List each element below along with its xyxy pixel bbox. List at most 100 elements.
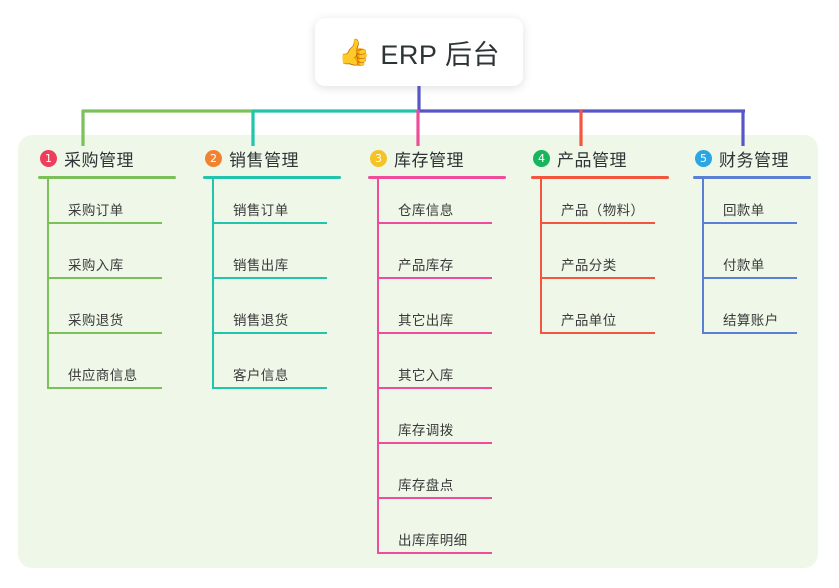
branch-item-label: 出库库明细 [398,533,468,548]
branch-item-label: 其它出库 [398,313,454,328]
branch-spine [47,179,49,389]
branch-item[interactable]: 供应商信息 [38,344,188,399]
branch-item-label: 采购订单 [68,203,124,218]
branch-header-1[interactable]: 1 采购管理 [38,145,188,171]
branch-item-rule [377,277,492,279]
branch-spine [212,179,214,389]
branch-item-rule [702,332,797,334]
branch-item-rule [212,332,327,334]
root-node-title: ERP 后台 [380,39,500,70]
branch-item-label: 销售订单 [233,203,289,218]
branch-header-rule [203,176,341,179]
branch-item-label: 客户信息 [233,368,289,383]
branch-item-label: 仓库信息 [398,203,454,218]
branch-item-rule [702,222,797,224]
branch-header-rule [368,176,506,179]
branch-item[interactable]: 库存盘点 [368,454,518,509]
branch-item[interactable]: 销售订单 [203,179,353,234]
branch-item-rule [377,222,492,224]
branch-title: 销售管理 [229,150,299,170]
branch-item-label: 销售出库 [233,258,289,273]
branch-item[interactable]: 采购入库 [38,234,188,289]
branch-items-4: 产品（物料） 产品分类产品单位 [531,179,681,344]
branch-header-rule [693,176,811,179]
branch-item-label: 其它入库 [398,368,454,383]
branch-item[interactable]: 库存调拨 [368,399,518,454]
branch-item-rule [47,277,162,279]
branch-item-label: 销售退货 [233,313,289,328]
branch-items-5: 回款单付款单结算账户 [693,179,823,344]
branch-item[interactable]: 客户信息 [203,344,353,399]
branch-header-rule [38,176,176,179]
branch-header-4[interactable]: 4 产品管理 [531,145,681,171]
branch-item-label: 付款单 [723,258,765,273]
branch-item[interactable]: 其它出库 [368,289,518,344]
branch-items-2: 销售订单销售出库销售退货客户信息 [203,179,353,399]
branch-title: 产品管理 [557,150,627,170]
branch-item[interactable]: 产品库存 [368,234,518,289]
branch-item-label: 产品（物料） [561,203,645,218]
branch-item[interactable]: 其它入库 [368,344,518,399]
branch-item[interactable]: 付款单 [693,234,823,289]
branch-item-rule [212,387,327,389]
branch-item[interactable]: 产品单位 [531,289,681,344]
branch-item-rule [377,552,492,554]
branch-item-rule [540,277,655,279]
branch-item-rule [47,332,162,334]
branch-item[interactable]: 结算账户 [693,289,823,344]
branch-item-label: 供应商信息 [68,368,138,383]
branch-item-rule [540,222,655,224]
branch-header-3[interactable]: 3 库存管理 [368,145,518,171]
branch-items-1: 采购订单采购入库采购退货供应商信息 [38,179,188,399]
branch-number-badge: 2 [205,149,222,167]
branch-spine [377,179,379,554]
branch-item-rule [47,387,162,389]
branch-number-badge: 1 [40,149,57,167]
branch-item[interactable]: 回款单 [693,179,823,234]
branch-column-3: 3 库存管理仓库信息产品库存其它出库其它入库库存调拨库存盘点出库库明细 [368,145,518,564]
branch-item-label: 库存调拨 [398,423,454,438]
thumbs-up-icon: 👍 [338,37,371,67]
branch-item[interactable]: 销售出库 [203,234,353,289]
branch-spine [702,179,704,334]
branch-header-5[interactable]: 5 财务管理 [693,145,823,171]
branch-item[interactable]: 产品（物料） [531,179,681,234]
branch-header-2[interactable]: 2 销售管理 [203,145,353,171]
branch-item-rule [377,387,492,389]
branch-item-rule [212,277,327,279]
branch-item-label: 库存盘点 [398,478,454,493]
branch-item-rule [212,222,327,224]
branch-column-1: 1 采购管理采购订单采购入库采购退货供应商信息 [38,145,188,399]
root-node[interactable]: 👍 ERP 后台 [315,18,523,86]
branch-item[interactable]: 出库库明细 [368,509,518,564]
branch-item-label: 产品分类 [561,258,617,273]
branch-title: 财务管理 [719,150,789,170]
branch-item-label: 回款单 [723,203,765,218]
branch-items-3: 仓库信息产品库存其它出库其它入库库存调拨库存盘点出库库明细 [368,179,518,564]
diagram-background-panel [18,135,818,568]
branch-item-label: 采购入库 [68,258,124,273]
branch-number-badge: 3 [370,149,387,167]
branch-column-5: 5 财务管理回款单付款单结算账户 [693,145,823,344]
branch-item[interactable]: 仓库信息 [368,179,518,234]
branch-item-label: 产品库存 [398,258,454,273]
branch-number-badge: 4 [533,149,550,167]
branch-item-rule [377,442,492,444]
branch-item-rule [540,332,655,334]
branch-item-rule [377,497,492,499]
branch-item[interactable]: 采购退货 [38,289,188,344]
branch-title: 采购管理 [64,150,134,170]
branch-item-label: 采购退货 [68,313,124,328]
branch-column-4: 4 产品管理产品（物料） 产品分类产品单位 [531,145,681,344]
branch-item-rule [702,277,797,279]
branch-item-rule [47,222,162,224]
branch-title: 库存管理 [394,150,464,170]
branch-item[interactable]: 产品分类 [531,234,681,289]
branch-number-badge: 5 [695,149,712,167]
branch-item-label: 产品单位 [561,313,617,328]
branch-column-2: 2 销售管理销售订单销售出库销售退货客户信息 [203,145,353,399]
branch-item[interactable]: 采购订单 [38,179,188,234]
branch-item[interactable]: 销售退货 [203,289,353,344]
branch-spine [540,179,542,334]
